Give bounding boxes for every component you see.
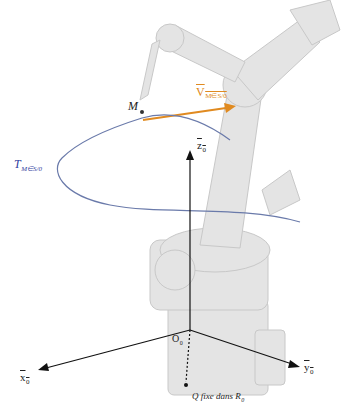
vector-symbol: V	[196, 86, 205, 98]
frame-subscript: 0	[241, 397, 244, 403]
vector-subscript: M∈S/0	[205, 93, 227, 100]
axis-subscript: 0	[310, 369, 314, 376]
axis-name: y	[304, 362, 310, 373]
axis-name: z	[197, 140, 202, 151]
axis-subscript: 0	[202, 147, 206, 154]
fixed-point-note: Q fixe dans R	[192, 392, 241, 401]
trajectory-subscript: M∈S/0	[21, 166, 42, 173]
origin-name: O	[172, 334, 179, 344]
axis-subscript: 0	[26, 379, 30, 386]
trajectory-symbol: T	[14, 158, 21, 170]
axis-name: x	[20, 372, 26, 383]
point-name: M	[128, 100, 138, 112]
origin-subscript: 0	[180, 340, 183, 346]
